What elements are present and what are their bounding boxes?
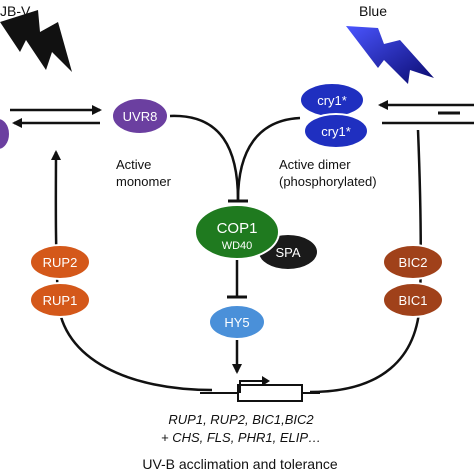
blue-label: Blue — [359, 3, 387, 19]
rup1-node — [29, 282, 91, 318]
uvr8-cop1-inhibition — [169, 114, 240, 201]
bic2-node — [382, 244, 444, 280]
cry1-top-label: cry1* — [317, 93, 347, 108]
bic1-label: BIC1 — [399, 293, 428, 308]
rup2-node — [29, 244, 91, 280]
uvr8-dimer-node — [0, 117, 11, 151]
uvb-label: JB-V — [0, 3, 31, 19]
cry1-bottom-node — [303, 113, 369, 149]
cry1-cop1-inhibition — [236, 116, 301, 201]
cry1-bottom-label: cry1* — [321, 124, 351, 139]
footer-label: UV-B acclimation and tolerance — [142, 456, 338, 472]
uvr8-label: UVR8 — [123, 109, 158, 124]
genes-line-2: + CHS, FLS, PHR1, ELIP… — [161, 430, 321, 445]
bic1-node — [382, 282, 444, 318]
blue-lightning-icon — [346, 26, 434, 84]
uvb-lightning-icon — [0, 10, 72, 72]
cop1-node — [194, 204, 280, 260]
genes-line-1: RUP1, RUP2, BIC1,BIC2 — [168, 412, 314, 427]
bic2-label: BIC2 — [399, 255, 428, 270]
rup2-label: RUP2 — [43, 255, 78, 270]
active-monomer-label-1: Active — [116, 157, 151, 172]
active-dimer-label-1: Active dimer — [279, 157, 351, 172]
cop1-label: COP1 — [217, 220, 258, 237]
rup1-label: RUP1 — [43, 293, 78, 308]
active-dimer-label-2: (phosphorylated) — [279, 174, 377, 189]
spa-label: SPA — [275, 245, 300, 260]
uvr8-node — [111, 97, 169, 135]
gene-box — [237, 384, 303, 402]
hy5-node — [208, 304, 266, 340]
hy5-label: HY5 — [224, 315, 249, 330]
transcription-start-arrowhead — [262, 376, 270, 386]
wd40-label: WD40 — [222, 240, 253, 252]
transcription-start-arrow — [239, 380, 262, 393]
active-monomer-label-2: monomer — [116, 174, 172, 189]
